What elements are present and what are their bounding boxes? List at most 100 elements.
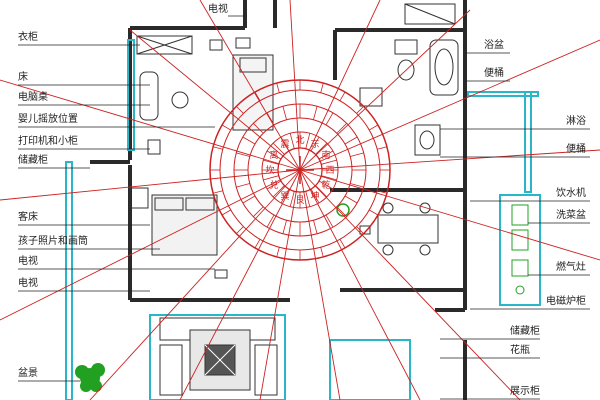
compass-tick — [313, 106, 318, 120]
walls — [90, 0, 467, 400]
compass-mark: 北 — [295, 135, 304, 146]
compass-tick — [263, 175, 279, 181]
label-tv-top: 电视 — [208, 4, 228, 15]
label-crib-position: 婴儿摇放位置 — [18, 114, 78, 125]
compass-mark: 艮 — [295, 195, 304, 206]
compass-mark: 震 — [280, 139, 289, 150]
compass-tick — [339, 239, 346, 249]
compass-tick — [310, 188, 320, 204]
compass-tick — [266, 214, 275, 228]
compass-tick — [318, 180, 334, 190]
compass-tick — [325, 214, 334, 228]
dining-table — [359, 202, 439, 256]
label-sink: 洗菜盆 — [556, 210, 586, 221]
compass-tick — [282, 106, 287, 120]
label-water-dispenser: 饮水机 — [556, 188, 586, 199]
label-storage-cabinet: 储藏柜 — [18, 155, 48, 166]
compass-tick — [325, 112, 334, 126]
compass-tick — [310, 136, 320, 152]
compass-mark: 东 — [310, 138, 319, 150]
compass-tick — [344, 195, 358, 204]
kitchen-fixtures — [511, 204, 529, 295]
compass-tick — [263, 159, 279, 165]
compass-tick — [253, 206, 264, 217]
compass-tick — [369, 124, 379, 131]
label-printer-cabinet: 打印机和小柜 — [18, 136, 78, 147]
compass-tick — [305, 191, 311, 207]
label-washbasin: 浴盆 — [484, 40, 504, 51]
label-bed: 床 — [18, 72, 28, 83]
compass-mark: 乾 — [321, 179, 330, 191]
compass-tick — [236, 226, 244, 234]
compass-tick — [321, 159, 337, 165]
compass-tick — [305, 133, 311, 149]
compass-tick — [336, 123, 347, 134]
label-shower: 淋浴 — [566, 116, 586, 127]
compass-cross — [286, 156, 314, 184]
compass-tick — [276, 247, 280, 258]
label-toilet: 便桶 — [484, 68, 504, 79]
compass-tick — [318, 150, 334, 160]
compass-tick — [356, 106, 364, 114]
compass-tick — [320, 247, 324, 258]
compass-tick — [313, 220, 318, 234]
guest-bed — [129, 187, 228, 279]
green-ring — [336, 203, 350, 217]
compass-ring-marks: 北东南西乾坤艮巽兑坎离震 — [265, 135, 334, 206]
compass-tick — [321, 175, 337, 181]
label-storage-cabinet-right: 储藏柜 — [510, 326, 540, 337]
bath-fixtures — [359, 3, 459, 156]
label-tv-upper: 电视 — [18, 256, 38, 267]
windows — [65, 39, 541, 400]
compass-tick — [254, 91, 261, 101]
label-microwave-cabinet: 电磁炉柜 — [546, 296, 586, 307]
compass-mark: 兑 — [270, 179, 279, 191]
label-toilet-2: 便桶 — [566, 144, 586, 155]
compass-tick — [289, 133, 295, 149]
compass-tick — [350, 152, 364, 157]
compass-mark: 离 — [270, 149, 279, 161]
compass-tick — [242, 136, 256, 145]
compass-tick — [266, 180, 282, 190]
compass-tick — [320, 82, 324, 93]
label-wardrobe: 衣柜 — [18, 32, 38, 43]
compass-mark: 坎 — [265, 164, 274, 176]
compass-tick — [212, 146, 223, 150]
compass-mark: 巽 — [280, 191, 289, 202]
compass-tick — [344, 136, 358, 145]
compass-tick — [266, 112, 275, 126]
compass-tick — [350, 183, 364, 188]
compass-tick — [280, 136, 290, 152]
compass-tick — [272, 185, 285, 198]
compass-tick — [236, 106, 244, 114]
bedroom-furniture — [136, 35, 274, 155]
potted-plant-icon — [75, 363, 105, 392]
compass-tick — [236, 183, 250, 188]
compass-tick — [276, 82, 280, 93]
label-tv-lower: 电视 — [18, 278, 38, 289]
compass-mark: 西 — [325, 165, 334, 176]
compass-tick — [253, 123, 264, 134]
label-computer-desk: 电脑桌 — [18, 92, 48, 103]
compass-tick — [266, 150, 282, 160]
label-guest-bed: 客床 — [18, 212, 38, 223]
compass-tick — [236, 152, 250, 157]
compass-tick — [369, 209, 379, 216]
compass-tick — [356, 226, 364, 234]
compass-tick — [336, 206, 347, 217]
compass-tick — [315, 185, 328, 198]
compass-tick — [221, 124, 231, 131]
compass-tick — [272, 142, 285, 155]
compass-tick — [315, 142, 328, 155]
label-child-photo-frame: 孩子照片和画筒 — [18, 236, 88, 247]
label-display-cabinet: 展示柜 — [510, 386, 540, 397]
compass-tick — [289, 191, 295, 207]
compass-ticks — [210, 80, 390, 260]
compass-tick — [212, 190, 223, 194]
compass-tick — [377, 146, 388, 150]
label-gas-stove: 燃气灶 — [556, 262, 586, 273]
compass-tick — [280, 188, 290, 204]
compass-tick — [377, 190, 388, 194]
compass-mark: 坤 — [310, 190, 319, 202]
